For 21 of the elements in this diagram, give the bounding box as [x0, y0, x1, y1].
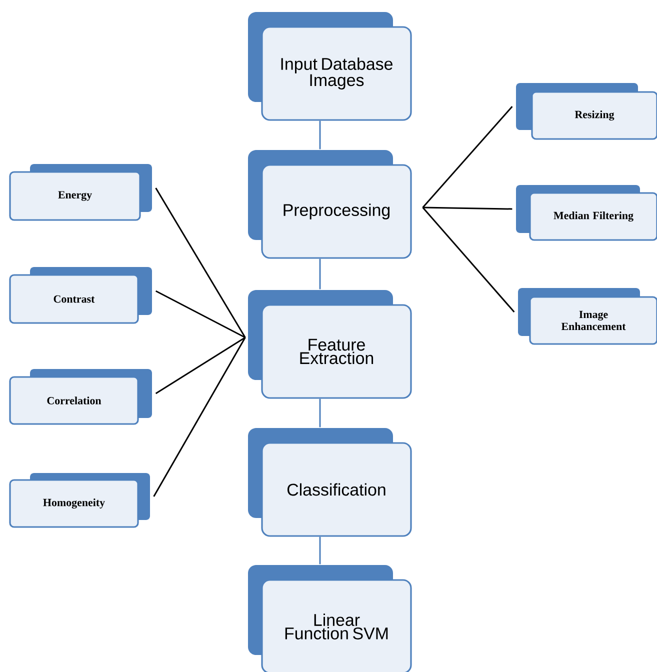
process-box: Input Database Images — [248, 12, 412, 121]
feature-box: Contrast — [9, 267, 152, 324]
connector-line — [319, 536, 321, 564]
feature-box: Correlation — [9, 369, 152, 425]
feature-box: Homogeneity — [9, 473, 150, 528]
process-box: Feature Extraction — [248, 290, 412, 399]
connector-line — [422, 106, 513, 208]
connector-line — [319, 258, 321, 290]
connector-line — [422, 207, 515, 312]
feature-box: Energy — [9, 164, 152, 221]
feature-box: Image Enhancement — [518, 288, 657, 345]
connector-line — [319, 398, 321, 428]
connector-line — [155, 188, 246, 338]
process-box: Classification — [248, 428, 412, 537]
process-box: Linear Function SVM — [248, 565, 412, 672]
connector-line — [319, 120, 321, 150]
connector-line — [153, 337, 246, 497]
connector-line — [422, 206, 512, 210]
feature-box: Resizing — [516, 83, 657, 140]
feature-box: Median Filtering — [516, 185, 657, 241]
process-box: Preprocessing — [248, 150, 412, 259]
